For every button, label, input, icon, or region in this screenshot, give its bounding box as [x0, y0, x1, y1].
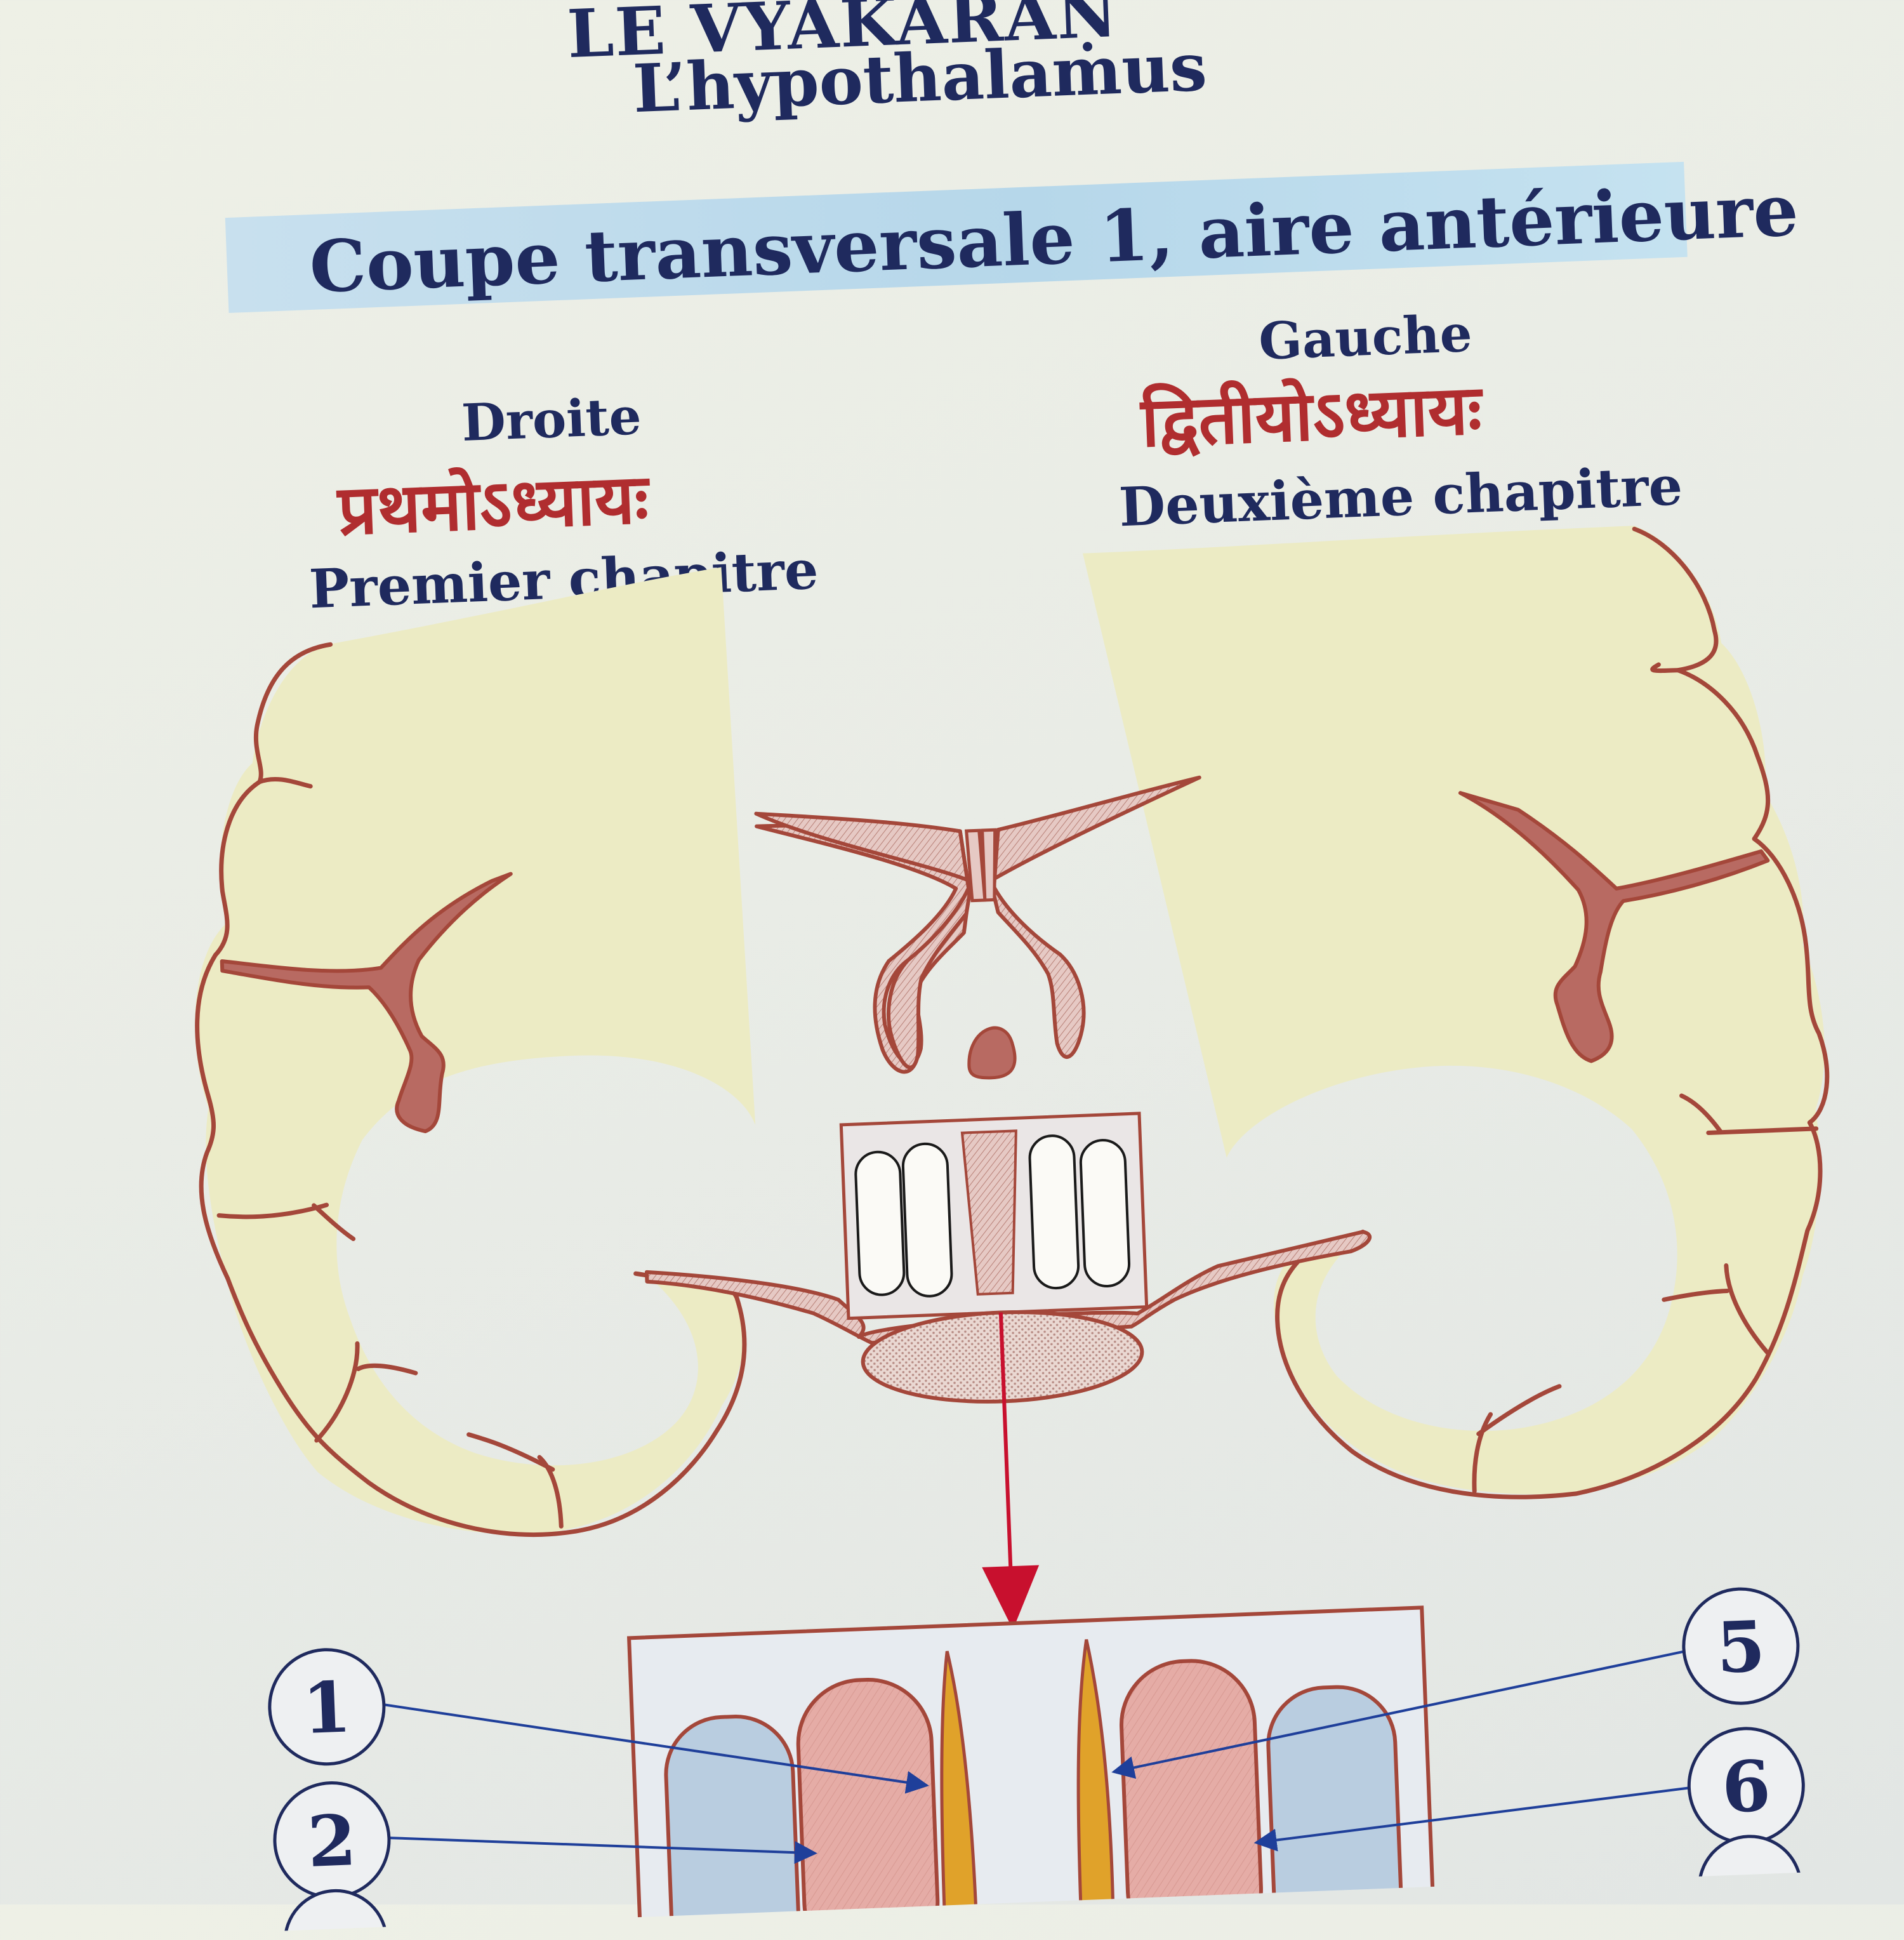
hypothalamus-region	[644, 1112, 1372, 1630]
nucleus-outline	[1079, 1139, 1131, 1287]
right-sylvian-fissure	[220, 872, 513, 1134]
callout-circle-1	[268, 1648, 386, 1766]
nucleus-outline	[901, 1142, 953, 1298]
right-sulcus-1	[257, 776, 313, 789]
callout-line-1	[383, 1703, 929, 1794]
callout-number-6: 6	[1721, 1745, 1772, 1829]
callout-circle-partial	[283, 1889, 388, 1940]
callout-circle-partial	[1697, 1835, 1802, 1940]
callout-line-2	[388, 1837, 817, 1864]
left-sulcus-3	[1662, 1263, 1770, 1355]
zoom-connector-arrow	[998, 1312, 1014, 1598]
callout-circle-5	[1682, 1587, 1800, 1705]
left-sulcus-1	[1650, 662, 1681, 674]
right-cortex-border	[195, 642, 747, 1538]
callout-arrows	[383, 1650, 1689, 1864]
callout-number-1: 1	[301, 1666, 352, 1750]
left-sulcus-2	[1679, 1093, 1819, 1135]
left-sylvian-fissure	[1458, 791, 1770, 1063]
right-lateral-ventricle-body	[754, 811, 974, 1070]
callout-line-5	[1111, 1650, 1684, 1779]
right-hemisphere-outline	[195, 567, 756, 1534]
right-sulcus-2	[216, 1202, 356, 1242]
callout-number-5: 5	[1715, 1605, 1766, 1689]
right-sulcus-3	[314, 1341, 418, 1443]
callout-number-2: 2	[306, 1799, 357, 1883]
optic-chiasm-base	[644, 1230, 1372, 1345]
right-sulcus-4	[466, 1432, 564, 1529]
magnified-panel	[626, 1605, 1436, 1940]
nucleus-outline	[1028, 1134, 1080, 1290]
left-sulcus-4	[1472, 1384, 1562, 1494]
nucleus-outline	[854, 1150, 906, 1296]
callout-line-6	[1253, 1786, 1689, 1852]
zoom-connector-arrowhead	[982, 1565, 1040, 1630]
pink-nucleus-right	[796, 1677, 940, 1940]
zoom-window-third-ventricle	[960, 1129, 1017, 1296]
lateral-ventricles	[754, 775, 1201, 1080]
left-hemisphere-outline	[1083, 526, 1825, 1494]
right-hemisphere	[195, 567, 756, 1538]
blue-nucleus-left	[1266, 1685, 1403, 1940]
left-lateral-ventricle-body	[988, 775, 1201, 1059]
left-cortex-border	[1275, 526, 1830, 1499]
septum-pellucidum	[964, 828, 997, 903]
pink-nucleus-left	[1119, 1659, 1263, 1940]
left-hemisphere	[1083, 526, 1830, 1499]
third-ventricle-top	[967, 1026, 1017, 1080]
zoom-window-nuclei	[854, 1134, 1131, 1298]
